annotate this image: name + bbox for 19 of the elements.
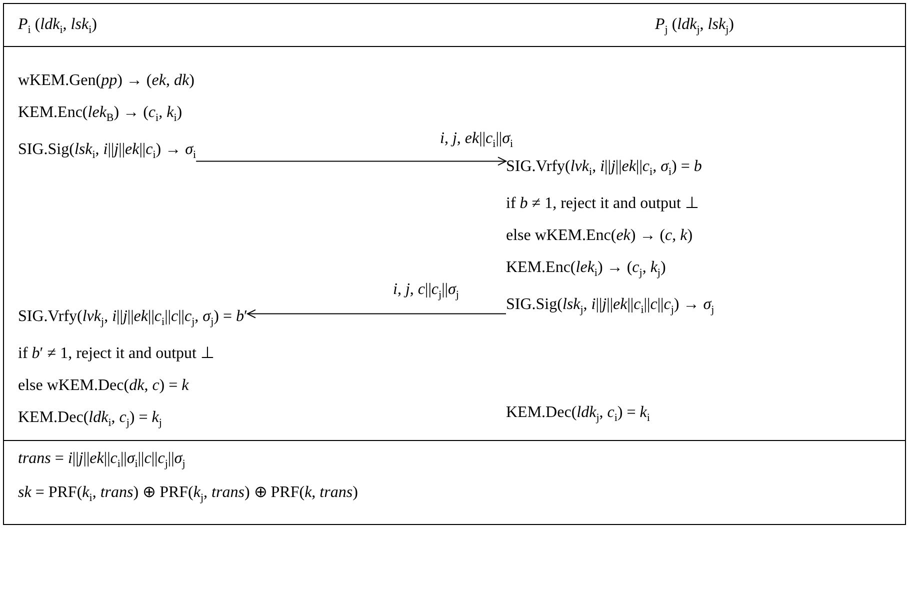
arrow [196,156,506,166]
formula-text: SIG.Vrfy(lvk$_{i}$, i||j||ek||c$_{i}$, σ$_{i}$) = b [506,157,703,180]
formula-text: if b ≠ 1, reject it and output ⊥ [506,194,700,214]
formula-text: if b′ ≠ 1, reject it and output ⊥ [18,344,216,364]
formula-text: else wKEM.Dec(dk, c) = k [18,376,190,396]
formula-text: SIG.Sig(lsk$_{j}$, i||j||ek||c$_{i}$||c||c$_{j}$) → σ$_{j}$ [506,295,714,319]
formula-text: KEM.Dec(ldk$_{i}$, c$_{j}$) = k$_{j}$ [18,408,163,432]
formula-text: else wKEM.Enc(ek) → (c, k) [506,226,694,246]
formula-text: trans = i||j||ek||c$_{i}$||σ$_{i}$||c||c$_{j}$||σ$_{j}$ [18,449,186,472]
formula-text: KEM.Enc(lek$_{i}$) → (c$_{j}$, k$_{j}$) [506,258,667,282]
formula-text: KEM.Enc(lek$_{B}$) → (c$_{i}$, k$_{i}$) [18,103,184,126]
formula-text: SIG.Vrfy(lvk$_{j}$, i||j||ek||c$_{i}$||c||c$_{j}$, σ$_{j}$) = b′ [18,307,248,330]
arrow [246,309,506,318]
formula-text: SIG.Sig(lsk$_{i}$, i||j||ek||c$_{i}$) → σ$_{i}$ [18,140,196,164]
formula-text: sk = PRF(k$_{i}$, trans) ⊕ PRF(k$_{j}$, trans) ⊕ PRF(k, trans) [18,483,358,506]
formula-text: wKEM.Gen(pp) → (ek, dk) [18,71,196,91]
formula-text: P$_{i}$ (ldk$_{i}$, lsk$_{i}$) [18,15,97,38]
formula-text: P$_{j}$ (ldk$_{j}$, lsk$_{j}$) [655,15,734,38]
formula-text: KEM.Dec(ldk$_{j}$, c$_{i}$) = k$_{i}$ [506,403,650,426]
